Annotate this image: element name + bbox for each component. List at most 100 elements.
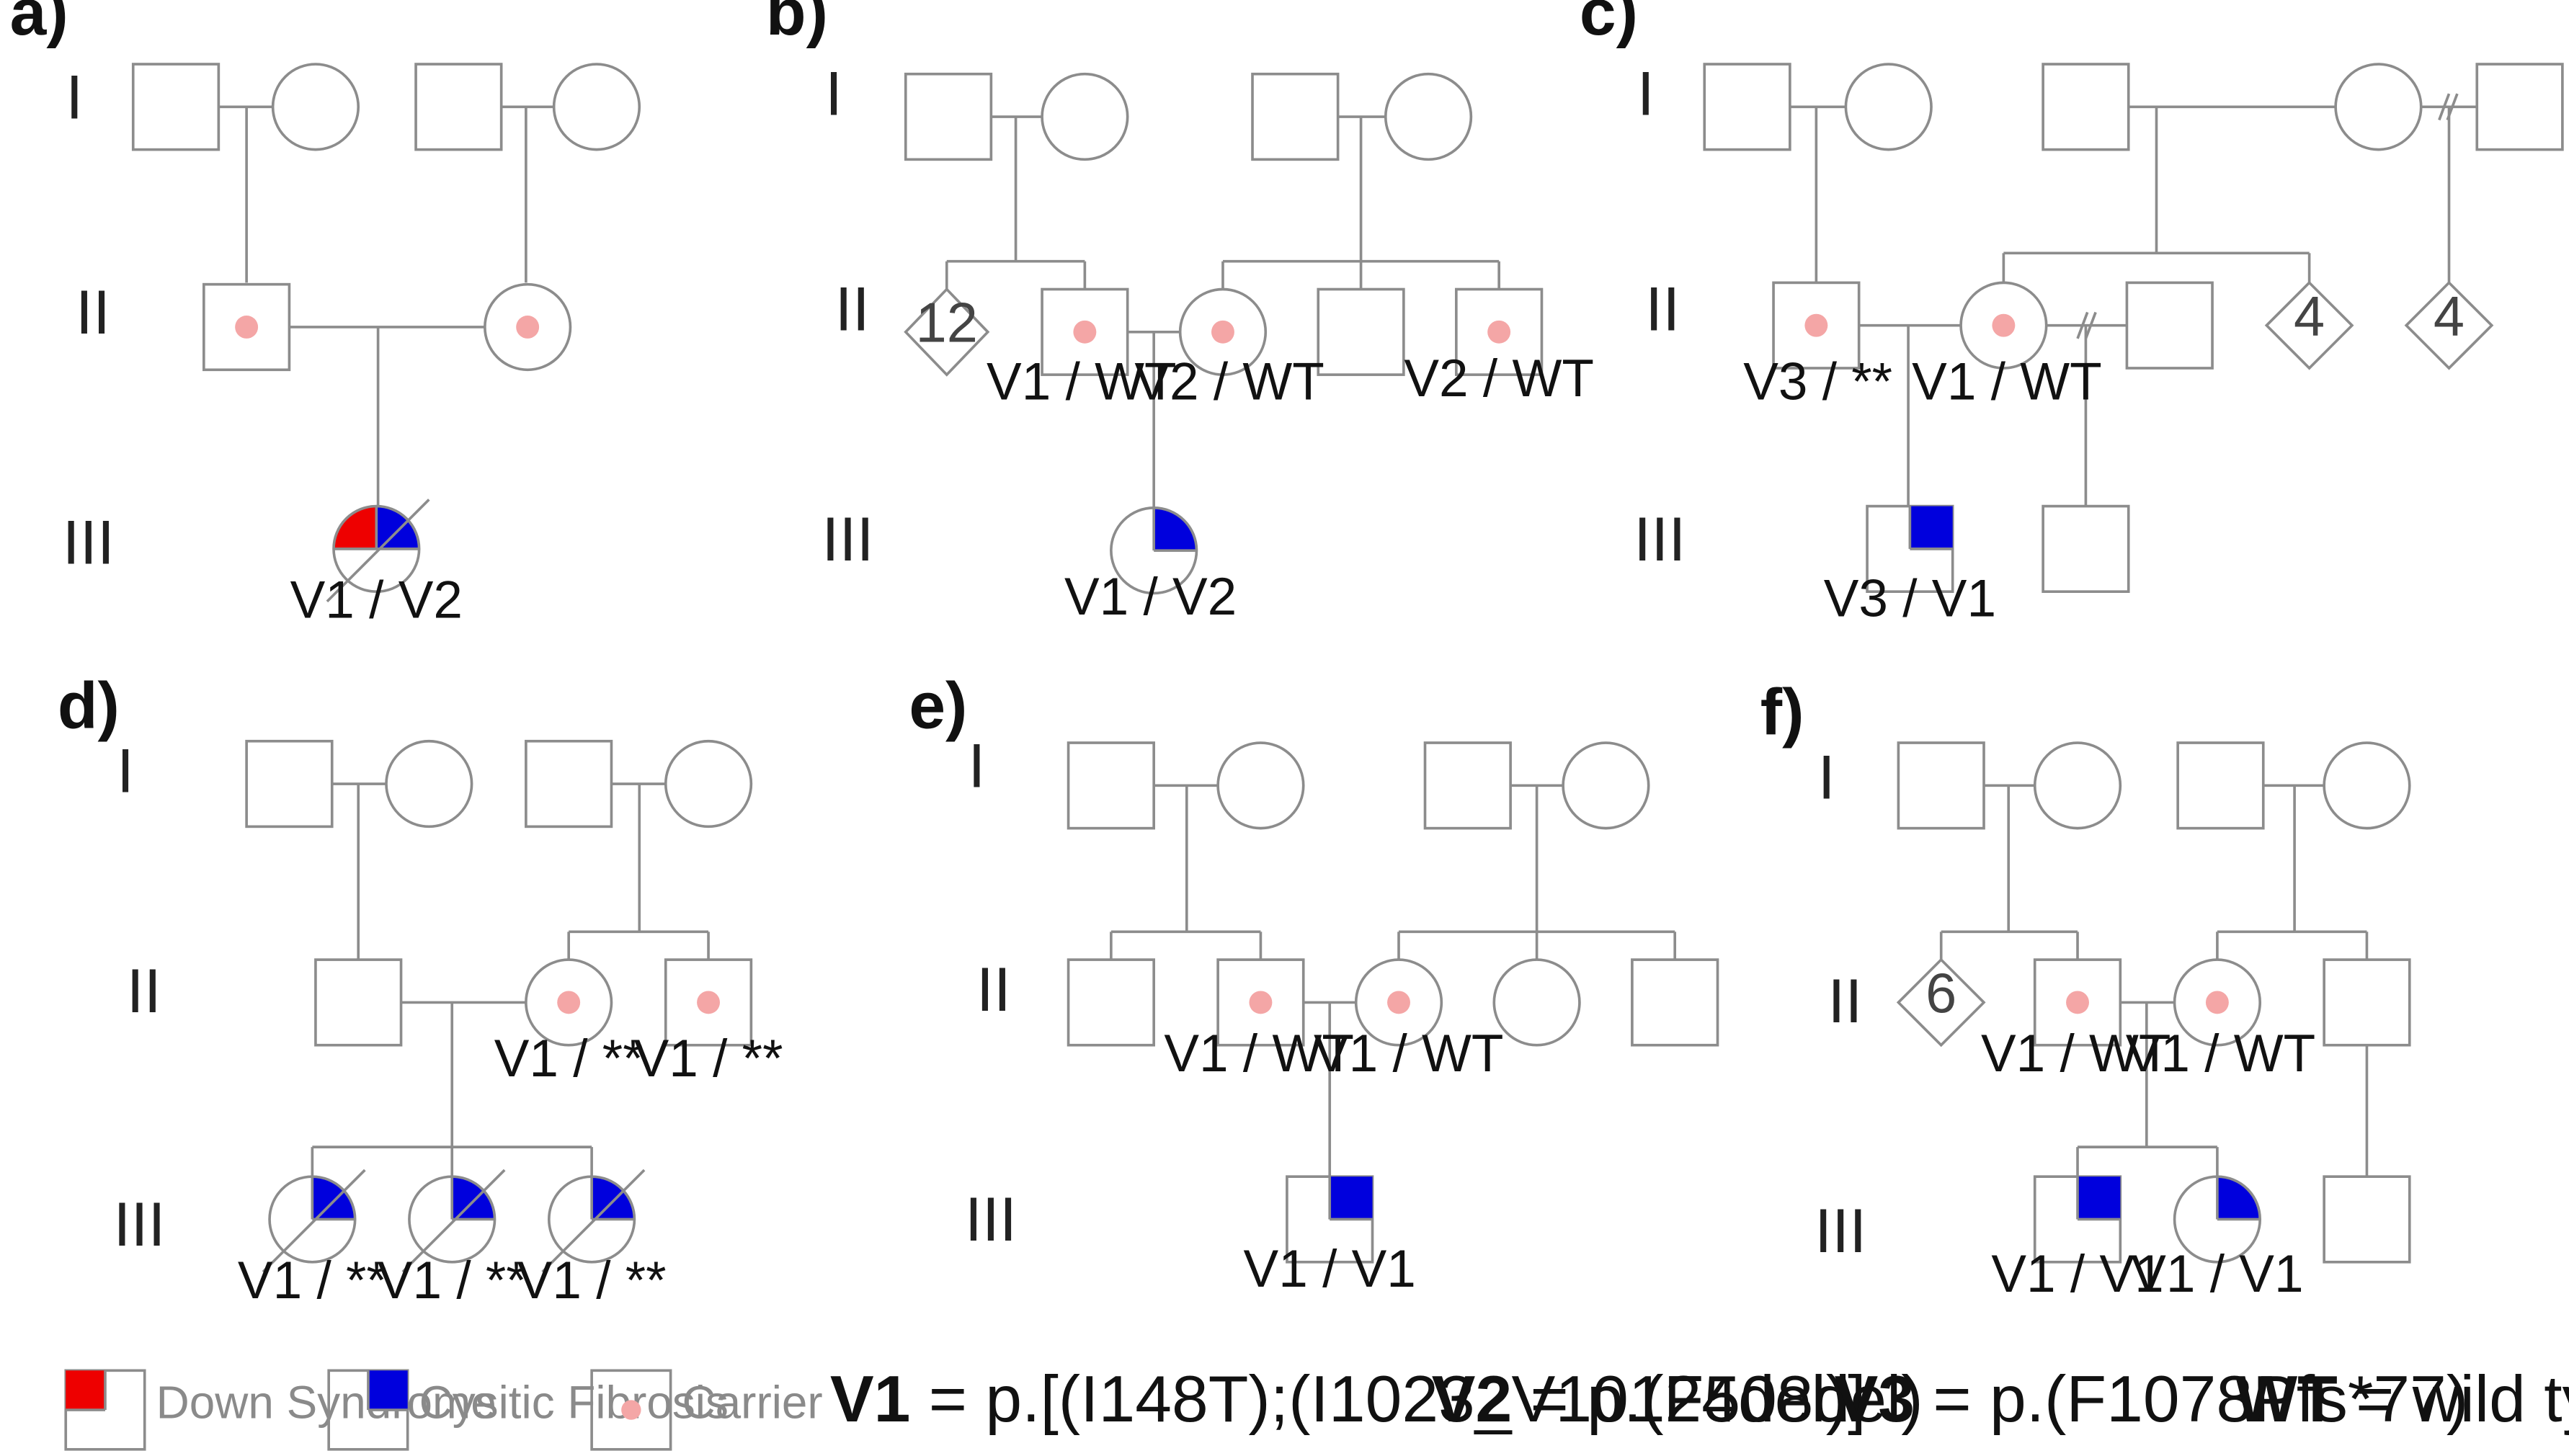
- carrier-dot: [1073, 320, 1097, 344]
- panel-label-a: a): [10, 0, 68, 49]
- panel-label-b: b): [766, 0, 828, 49]
- male-individual: [1423, 741, 1512, 830]
- cf-quadrant: [1910, 506, 1953, 549]
- male-individual: [525, 739, 613, 829]
- cf-quadrant: [1330, 1176, 1373, 1220]
- male-individual: [245, 739, 334, 829]
- female-individual: [1562, 741, 1650, 830]
- panel-label-f: f): [1760, 676, 1804, 749]
- genotype-label: V1 / **: [634, 1030, 783, 1088]
- generation-label: II: [976, 955, 1011, 1024]
- panel-label-c: c): [1580, 0, 1638, 49]
- genotype-label: V1 / WT: [1912, 352, 2102, 411]
- generation-label: I: [117, 736, 134, 805]
- male-individual: [2323, 1175, 2411, 1264]
- carrier-dot: [1804, 313, 1828, 337]
- genotype-label: V2 / WT: [1404, 349, 1594, 408]
- male-individual: [1317, 287, 1405, 376]
- legend-down-syndrome: Down Syndrome: [64, 1369, 497, 1451]
- generation-label: II: [835, 275, 870, 344]
- female-individual: [2033, 741, 2122, 830]
- carrier-dot: [235, 316, 259, 339]
- generation-label: III: [1815, 1197, 1866, 1266]
- legend-cystic-fibrosis: Cysitic Fibrosis: [327, 1369, 729, 1451]
- sibship-diamond: [2404, 280, 2494, 370]
- male-individual: [2475, 63, 2564, 151]
- pedigree-a: I II III V1 / V2: [63, 63, 641, 630]
- pedigree-d: I II III V1 / ** V1 / **: [113, 736, 783, 1310]
- svg-text:Carrier: Carrier: [682, 1376, 823, 1428]
- generation-label: II: [127, 957, 161, 1026]
- male-carrier: [664, 958, 753, 1047]
- female-individual: [552, 63, 641, 151]
- pedigree-e: I II III V1 / WT V1 / WT: [965, 732, 1719, 1298]
- male-individual: [314, 958, 403, 1047]
- male-individual: [1251, 72, 1340, 161]
- genotype-label: V3 / **: [1743, 352, 1892, 411]
- generation-label: III: [63, 508, 115, 577]
- sibship-count: 6: [1925, 963, 1956, 1024]
- genotype-label: V1 / V1: [1244, 1240, 1416, 1298]
- male-individual: [1067, 741, 1155, 830]
- carrier-dot: [1992, 313, 2016, 337]
- male-individual: [414, 63, 503, 151]
- female-affected-deceased: [541, 1169, 646, 1273]
- legend-carrier: Carrier: [590, 1369, 823, 1451]
- carrier-dot: [2205, 991, 2229, 1014]
- sibship-diamond: [904, 287, 990, 377]
- male-individual: [1897, 741, 1985, 830]
- genotype-label: V1 / WT: [987, 352, 1177, 411]
- panel-label-e: e): [909, 669, 967, 743]
- sibship-diamond: [1896, 957, 1986, 1048]
- genotype-label: V1 / WT: [1164, 1024, 1354, 1083]
- panel-label-d: d): [58, 669, 120, 743]
- female-affected-deceased: [326, 499, 430, 603]
- legend-v2: V2 = p.(F508del): [1432, 1362, 1923, 1436]
- female-affected-deceased: [262, 1169, 366, 1273]
- genotype-label: V1 / V2: [1064, 568, 1237, 626]
- carrier-dot: [1487, 320, 1511, 344]
- female-individual: [1216, 741, 1305, 830]
- male-individual: [2176, 741, 2265, 830]
- carrier-dot: [557, 991, 581, 1014]
- genotype-label: V2 / WT: [1134, 352, 1324, 411]
- sibship-diamond: [2264, 280, 2354, 370]
- female-individual: [1844, 63, 1933, 151]
- male-individual: [1703, 63, 1791, 151]
- male-individual: [2323, 958, 2411, 1047]
- female-individual: [1041, 72, 1129, 161]
- genotype-label: V1 / **: [378, 1251, 527, 1310]
- genotype-label: V1 / V2: [290, 571, 463, 630]
- sibship-count: 12: [916, 292, 978, 354]
- generation-label: II: [76, 278, 110, 347]
- legend-v3: V3 = p.(F1078Pfs*77): [1834, 1362, 2468, 1436]
- carrier-dot: [2066, 991, 2089, 1014]
- pedigree-f: I II III 6 V1 / WT V1 / WT: [1815, 741, 2411, 1303]
- generation-label: III: [1634, 505, 1686, 574]
- svg-text:Down Syndrome: Down Syndrome: [156, 1376, 497, 1428]
- male-individual: [2042, 504, 2130, 594]
- legend-wt: WT = wild type: [2235, 1362, 2569, 1436]
- pedigree-b: I II III 12 V1 / WT V2 / WT: [822, 60, 1593, 626]
- generation-label: II: [1827, 967, 1862, 1036]
- genotype-label: V3 / V1: [1824, 569, 1996, 627]
- genotype-label: V1 / **: [517, 1251, 667, 1310]
- generation-label: I: [968, 732, 985, 801]
- carrier-dot: [1249, 991, 1273, 1014]
- genotype-label: V1 / **: [238, 1251, 387, 1310]
- carrier-dot: [516, 316, 540, 339]
- male-carrier: [1455, 287, 1544, 376]
- generation-label: II: [1645, 275, 1680, 344]
- male-individual: [2125, 281, 2214, 370]
- genotype-label: V1 / V1: [1991, 1245, 2163, 1303]
- female-individual: [2334, 63, 2423, 151]
- female-affected-cf: [2173, 1175, 2262, 1264]
- female-individual: [385, 739, 473, 829]
- generation-label: I: [1818, 743, 1835, 813]
- legend-v1: V1 = p.[(I148T);(I1023_V10124del)]: [830, 1362, 1866, 1436]
- pedigree-c: I II III 4 4 V3 / **: [1634, 60, 2564, 627]
- male-individual: [131, 63, 221, 151]
- carrier-dot: [697, 991, 721, 1014]
- female-individual: [271, 63, 360, 151]
